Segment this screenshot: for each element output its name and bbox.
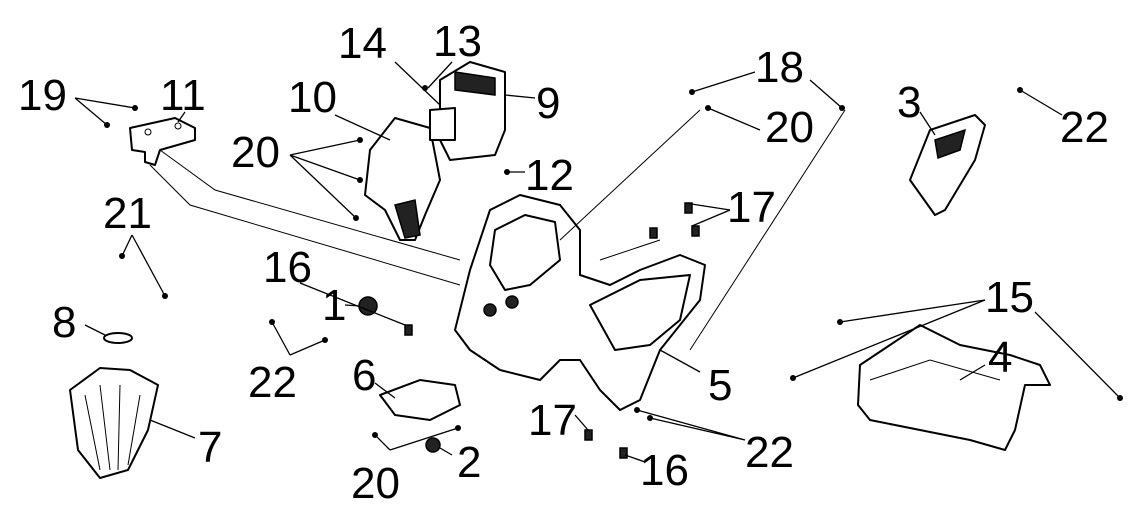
callout-15: 15 bbox=[985, 273, 1034, 322]
callout-numbers: 19 11 14 13 10 9 20 12 18 20 3 22 21 17 … bbox=[18, 17, 1109, 508]
callout-6: 6 bbox=[352, 351, 376, 400]
part-3-cover bbox=[909, 114, 986, 216]
callout-14: 14 bbox=[338, 19, 387, 68]
callout-11: 11 bbox=[160, 71, 206, 120]
part-11-bracket bbox=[129, 117, 196, 166]
callout-3: 3 bbox=[897, 78, 921, 127]
callout-10: 10 bbox=[288, 73, 337, 122]
callout-1: 1 bbox=[322, 281, 346, 330]
callout-5: 5 bbox=[708, 361, 732, 410]
callout-17: 17 bbox=[528, 396, 577, 445]
callout-20: 20 bbox=[231, 128, 280, 177]
callout-13: 13 bbox=[433, 17, 482, 66]
callout-9: 9 bbox=[536, 79, 560, 128]
callout-21: 21 bbox=[103, 189, 152, 238]
part-6-bracket bbox=[379, 379, 461, 421]
callout-16: 16 bbox=[263, 243, 312, 292]
part-8-oring bbox=[103, 332, 133, 344]
callout-2: 2 bbox=[457, 438, 481, 487]
callout-20: 20 bbox=[765, 103, 814, 152]
part-5-main-body bbox=[454, 194, 706, 411]
leader-lines bbox=[74, 61, 1121, 463]
callout-19: 19 bbox=[18, 71, 67, 120]
callout-22: 22 bbox=[745, 428, 794, 477]
callout-22: 22 bbox=[1060, 103, 1109, 152]
callout-7: 7 bbox=[198, 423, 222, 472]
callout-8: 8 bbox=[52, 298, 76, 347]
callout-18: 18 bbox=[755, 43, 804, 92]
callout-17: 17 bbox=[727, 183, 776, 232]
part-4-skid-plate bbox=[857, 324, 1051, 451]
part-9-cover bbox=[429, 61, 506, 161]
callout-22: 22 bbox=[248, 358, 297, 407]
part-10-panel bbox=[364, 117, 441, 241]
callout-4: 4 bbox=[988, 333, 1012, 382]
callout-16: 16 bbox=[640, 446, 689, 495]
part-7-cover bbox=[69, 332, 159, 479]
part-2-grommet bbox=[425, 437, 441, 453]
callout-12: 12 bbox=[525, 151, 574, 200]
callout-20: 20 bbox=[351, 459, 400, 508]
